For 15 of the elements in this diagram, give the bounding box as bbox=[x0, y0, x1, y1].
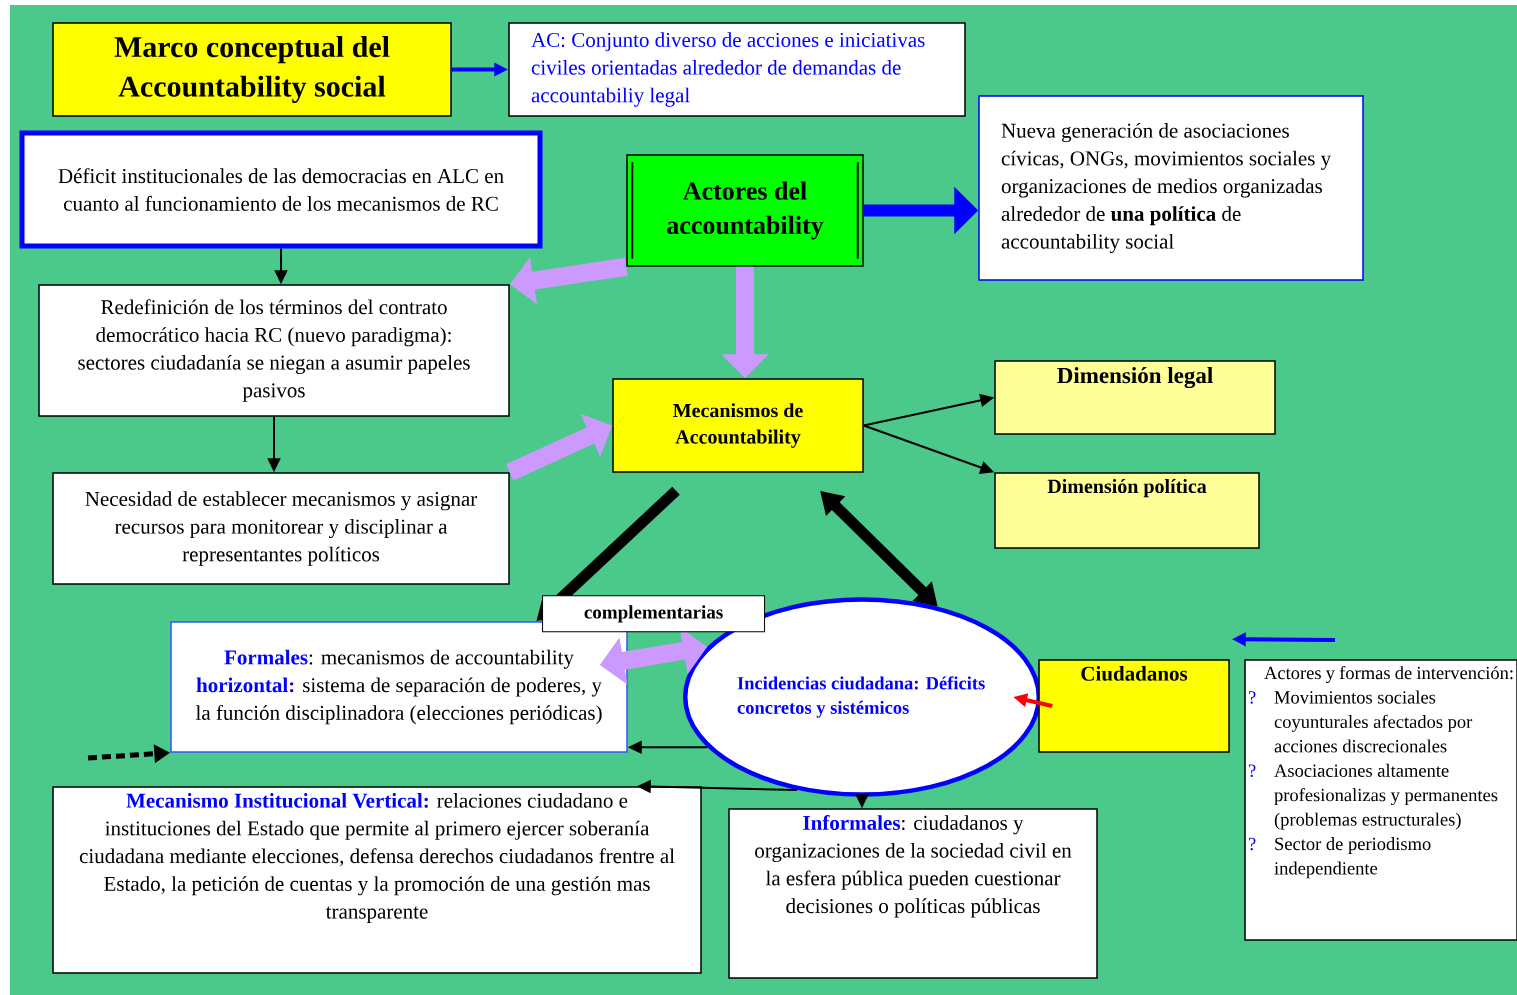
text-box: Déficit institucionales de las democracias en ALC en cuanto al funcionamiento de los mecanismos de RC bbox=[19, 130, 543, 249]
definition-box: AC: Conjunto diverso de acciones e iniciativas civiles orientadas alrededor de demandas de accountabiliy legal bbox=[508, 22, 966, 117]
text-box: Necesidad de establecer mecanismos y asignar recursos para monitorear y disciplinar a representantes políticos bbox=[52, 472, 510, 585]
text-box: Mecanismo Institucional Vertical: relaciones ciudadano e instituciones del Estado que permite al primero ejercer soberanía ciudadana mediante elecciones, defensa derechos ciudadanos frentre al Estado, la petición de cuentas y la promoción de una gestión mas transparente bbox=[52, 786, 702, 974]
actors-box: Actores del accountability bbox=[626, 154, 864, 267]
edge-label: complementarias bbox=[542, 595, 766, 633]
list-box: Actores y formas de intervención: ? Movimientos sociales coyunturales afectados por acciones discrecionales ? Asociaciones altamente profesionalizas y permanentes (problemas estructurales) ? Sector de periodismo independiente bbox=[1244, 659, 1517, 941]
citizens-box: Ciudadanos bbox=[1038, 659, 1230, 753]
title-box: Marco conceptual del Accountability social bbox=[52, 22, 452, 117]
text-box: Informales: ciudadanos y organizaciones de la sociedad civil en la esfera pública pueden cuestionar decisiones o políticas públicas bbox=[728, 808, 1098, 979]
dimension-box: Dimensión legal bbox=[994, 360, 1276, 435]
mechanism-box: Mecanismos de Accountability bbox=[612, 378, 864, 473]
text-box: Redefinición de los términos del contrato democrático hacia RC (nuevo paradigma): sectores ciudadanía se niegan a asumir papeles pasivos bbox=[38, 284, 510, 417]
dimension-box: Dimensión política bbox=[994, 472, 1260, 549]
text-box: Nueva generación de asociaciones cívicas, ONGs, movimientos sociales y organizaciones de medios organizadas alrededor de una política de accountability social bbox=[978, 95, 1364, 281]
